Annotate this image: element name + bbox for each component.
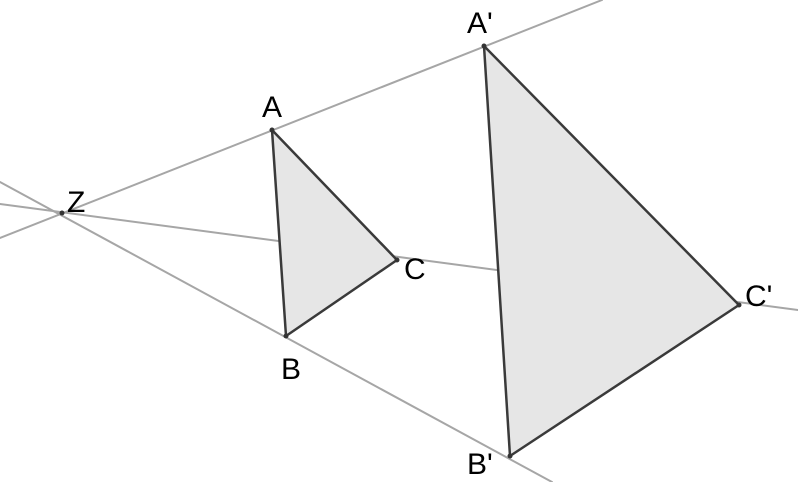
point-c-prime <box>736 302 742 308</box>
ray-z-b <box>0 181 553 482</box>
labels: Z A B C A' B' C' <box>67 7 772 481</box>
label-c-prime: C' <box>745 280 772 313</box>
point-b <box>283 333 289 339</box>
label-c: C <box>404 253 426 286</box>
label-z: Z <box>67 186 85 219</box>
point-c <box>394 257 400 263</box>
point-z <box>59 210 65 216</box>
point-b-prime <box>507 453 513 459</box>
label-a-prime: A' <box>467 7 493 40</box>
triangle-abc-prime <box>482 44 741 458</box>
point-a-prime <box>481 43 487 49</box>
ray-z-a <box>0 0 603 239</box>
points <box>59 43 742 459</box>
label-b-prime: B' <box>467 448 493 481</box>
point-a <box>269 127 275 133</box>
label-b: B <box>281 353 301 386</box>
triangle-abc <box>270 128 399 338</box>
label-a: A <box>262 91 282 124</box>
